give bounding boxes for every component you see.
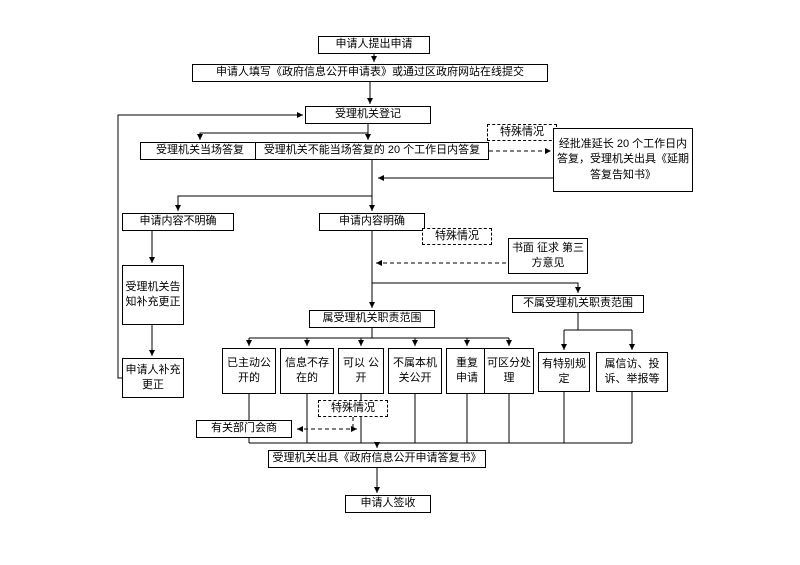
node-applicant-sign-receipt: 申请人签收	[345, 495, 431, 513]
node-info-not-exist: 信息不存在的	[280, 348, 334, 394]
special-case-badge-consultation: 特殊情况	[318, 400, 388, 417]
special-case-badge-extension: 特殊情况	[487, 124, 557, 141]
node-repeated-application: 重复 申请	[446, 348, 488, 394]
node-content-unclear: 申请内容不明确	[122, 213, 234, 231]
node-petition-complaint-report: 属信访、投诉、举报等	[596, 352, 668, 392]
node-separable-handling: 可区分处理	[484, 348, 534, 394]
node-department-consultation: 有关部门会商	[196, 420, 292, 438]
node-applicant-supplement-correct: 申请人补充更正	[122, 358, 184, 398]
node-notify-supplement-correct: 受理机关告知补充更正	[122, 265, 184, 325]
node-third-party-opinion: 书面 征求 第三方意见	[508, 238, 588, 274]
node-content-clear: 申请内容明确	[319, 213, 425, 231]
node-fill-application-form: 申请人填写《政府信息公开申请表》或通过区政府网站在线提交	[192, 64, 548, 82]
node-not-this-agency: 不属本机关公开	[388, 348, 442, 394]
node-already-published: 已主动公开的	[222, 348, 276, 394]
node-extension-notice: 经批准延长 20 个工作日内答复，受理机关出具《延期答复告知书》	[553, 128, 693, 192]
node-within-agency-scope: 属受理机关职责范围	[309, 310, 435, 328]
node-issue-reply-document: 受理机关出具《政府信息公开申请答复书》	[268, 450, 486, 468]
node-can-disclose: 可以 公开	[338, 348, 384, 394]
node-special-provisions: 有特别规定	[538, 352, 590, 392]
node-registration: 受理机关登记	[305, 106, 431, 124]
node-applicant-submit: 申请人提出申请	[318, 36, 430, 54]
node-reply-within-20-days: 受理机关不能当场答复的 20 个工作日内答复	[255, 142, 489, 160]
node-outside-agency-scope: 不属受理机关职责范围	[512, 295, 644, 313]
special-case-badge-third-party: 特殊情况	[422, 228, 492, 245]
node-onspot-reply: 受理机关当场答复	[140, 142, 260, 160]
